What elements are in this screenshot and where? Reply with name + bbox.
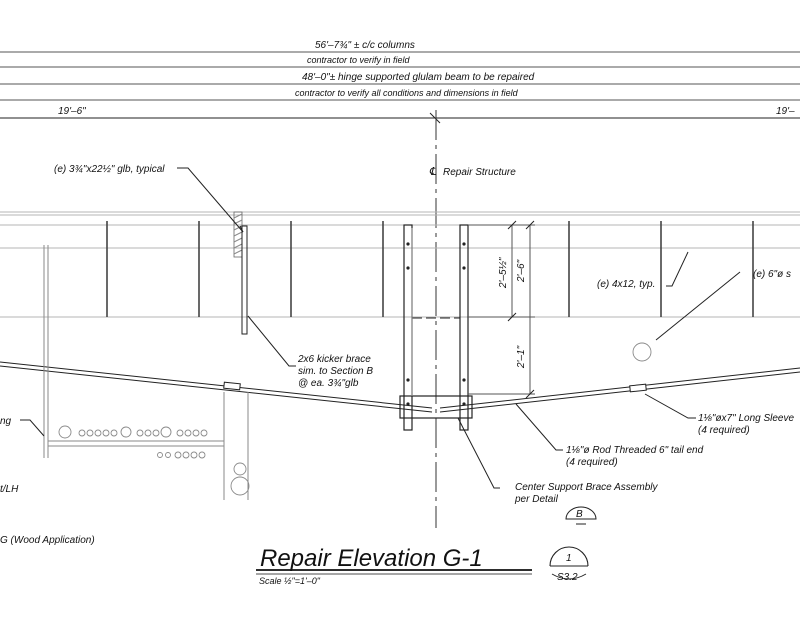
rod-label-1: 1⅛"ø Rod Threaded 6" tail end [566, 445, 704, 456]
kicker-label-1: 2x6 kicker brace [297, 354, 371, 365]
sleeve-label-1: 1⅛"øx7" Long Sleeve [698, 413, 794, 424]
dimension-overall: 2'–6" [516, 259, 527, 283]
overall-dimension: 56'–7¾" ± c/c columns [315, 40, 415, 51]
left-bottom-label: t/LH [0, 484, 19, 495]
section-tag-letter: B [576, 509, 583, 520]
brace-label-2: per Detail [514, 494, 559, 505]
vertical-dimensions [468, 220, 535, 399]
dimension-lower: 2'–1" [516, 345, 527, 369]
drawing-title: Repair Elevation G-1 [260, 545, 483, 572]
sleeve-label-2: (4 required) [698, 425, 750, 436]
detail-tag [549, 546, 589, 580]
right-span-dimension: 19'– [776, 106, 795, 117]
sheet-number: S3.2 [557, 572, 578, 583]
detail-number: 1 [566, 553, 572, 564]
pipe-label: (e) 6"ø s [753, 269, 791, 280]
centerline-symbol: ℄ [429, 166, 437, 178]
kicker-label-2: sim. to Section B [298, 366, 373, 377]
pipe-circles [58, 342, 652, 496]
glb-label: (e) 3¾"x22½" glb, typical [54, 164, 165, 175]
left-cut-label: ng [0, 416, 12, 427]
glb-section-hatch [233, 211, 248, 335]
tension-rods [0, 361, 800, 413]
left-span-dimension: 19'–6" [58, 106, 86, 117]
drawing-scale: Scale ½"=1'–0" [259, 576, 321, 586]
brace-bolts [406, 242, 466, 406]
glulam-beam [0, 211, 800, 318]
kicker-label-3: @ ea. 3¾"glb [298, 378, 359, 389]
overall-note: contractor to verify in field [307, 55, 411, 65]
wood-application-note: G (Wood Application) [0, 535, 95, 546]
joists [106, 221, 754, 317]
beam-note: contractor to verify all conditions and … [295, 88, 519, 98]
beam-dimension: 48'–0"± hinge supported glulam beam to b… [302, 72, 535, 83]
top-dimension-lines [0, 51, 800, 124]
dimension-upper: 2'–5½" [498, 257, 509, 289]
leaders [20, 167, 741, 489]
rod-label-2: (4 required) [566, 457, 618, 468]
section-tag-b [565, 506, 597, 525]
joists-label: (e) 4x12, typ. [597, 279, 655, 290]
brace-label-1: Center Support Brace Assembly [515, 482, 658, 493]
left-structure [43, 245, 249, 500]
centerline-label: Repair Structure [443, 167, 516, 178]
